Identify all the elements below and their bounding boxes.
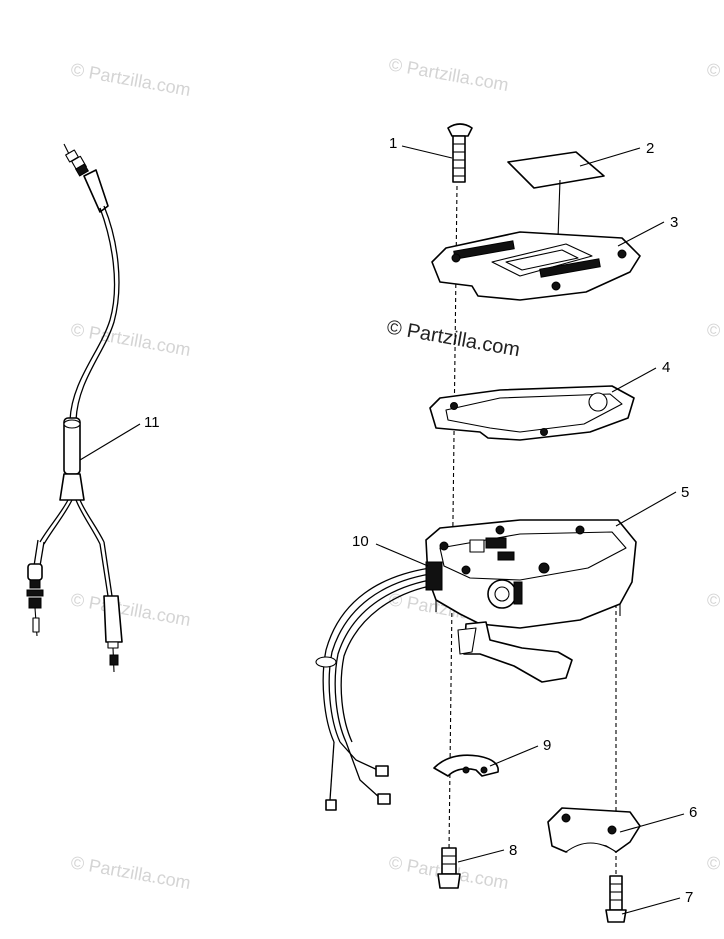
watermark-faint: © Partzilla.com — [705, 59, 724, 100]
part-6-clamp — [547, 807, 641, 853]
watermark-faint: © Partzilla.com — [69, 59, 192, 100]
part-10-wire-lead — [315, 561, 443, 811]
part-3-cover — [431, 231, 641, 301]
watermark-faint: © Partzilla.com — [387, 54, 510, 95]
leader-lines — [79, 145, 685, 915]
callout-8: 8 — [509, 842, 517, 859]
callout-1: 1 — [389, 135, 397, 152]
watermark-main: © Partzilla.com — [385, 316, 522, 361]
callout-5: 5 — [681, 484, 689, 501]
part-7-bolt — [605, 875, 627, 923]
watermark-faint: © Partzilla.com — [69, 852, 192, 893]
part-1-screw — [447, 123, 473, 183]
callout-11: 11 — [144, 414, 160, 431]
watermark-tiles: © Partzilla.com © Partzilla.com © Partzi… — [69, 54, 724, 893]
callouts: 1 2 3 4 5 6 7 8 9 10 11 — [144, 135, 697, 906]
callout-6: 6 — [689, 804, 697, 821]
watermark-faint: © Partzilla.com — [705, 589, 724, 630]
watermark-faint: © Partzilla.com — [69, 589, 192, 630]
watermark-faint: © Partzilla.com — [705, 319, 724, 360]
part-2-decal — [507, 151, 605, 189]
part-9-clip — [433, 754, 499, 777]
part-5-housing — [425, 519, 637, 683]
callout-2: 2 — [646, 140, 654, 157]
watermark-faint: © Partzilla.com — [69, 319, 192, 360]
callout-9: 9 — [543, 737, 551, 754]
callout-4: 4 — [662, 359, 670, 376]
callout-10: 10 — [352, 533, 369, 550]
assembly-axis — [448, 185, 458, 851]
callout-7: 7 — [685, 889, 693, 906]
part-8-bolt — [437, 847, 461, 889]
part-4-gasket — [429, 385, 635, 441]
part-11-wire-harness — [26, 143, 123, 673]
watermark-faint: © Partzilla.com — [705, 852, 724, 893]
callout-3: 3 — [670, 214, 678, 231]
